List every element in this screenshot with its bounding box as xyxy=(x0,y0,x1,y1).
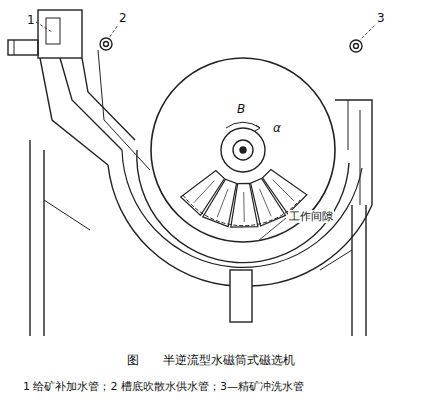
feed-pipe xyxy=(8,40,38,55)
callout-number: 3 xyxy=(376,8,386,26)
trough-plate xyxy=(122,150,362,267)
trough-inner xyxy=(137,150,349,263)
leader xyxy=(36,22,52,32)
callout-number: 1 xyxy=(26,10,36,28)
magnet-block xyxy=(181,170,225,215)
shaft xyxy=(233,140,253,160)
callout-number: α xyxy=(272,118,282,136)
feed-box xyxy=(38,10,82,58)
pipe-3 xyxy=(350,40,362,52)
tank-shell xyxy=(108,165,236,286)
chute-wall xyxy=(82,58,135,140)
callout-number: 2 xyxy=(118,8,128,26)
part-label: 工作间隙 xyxy=(288,206,334,224)
concentrate-box xyxy=(335,100,372,205)
leader xyxy=(258,218,286,241)
tank-wall xyxy=(40,58,108,165)
callout-text: 1 xyxy=(26,13,36,27)
chute-wall xyxy=(60,58,122,150)
magnet-block xyxy=(263,170,307,214)
feed-inner xyxy=(46,18,60,44)
caption-text: 图 半逆流型水磁筒式磁选机 xyxy=(126,353,296,367)
leg xyxy=(352,205,366,336)
label-text: 1 给矿补加水管；2 槽底吹散水供水管；3—精矿冲洗水管 xyxy=(22,380,305,393)
tail-outlet xyxy=(230,270,252,322)
callout-number: B xyxy=(236,99,246,117)
pipe-2 xyxy=(100,38,112,50)
callout-text: 2 xyxy=(118,11,128,25)
hub xyxy=(221,128,265,172)
callout-text: α xyxy=(272,121,282,135)
label-text: 工作间隙 xyxy=(288,210,334,223)
callout-text: B xyxy=(236,102,246,116)
key-text: 1 给矿补加水管；2 槽底吹散水供水管；3—精矿冲洗水管 xyxy=(22,376,305,394)
tank-shell xyxy=(250,205,372,286)
drum xyxy=(151,58,335,242)
leg xyxy=(30,140,44,336)
callout-text: 3 xyxy=(376,11,386,25)
caption: 图 半逆流型水磁筒式磁选机 xyxy=(126,350,296,368)
